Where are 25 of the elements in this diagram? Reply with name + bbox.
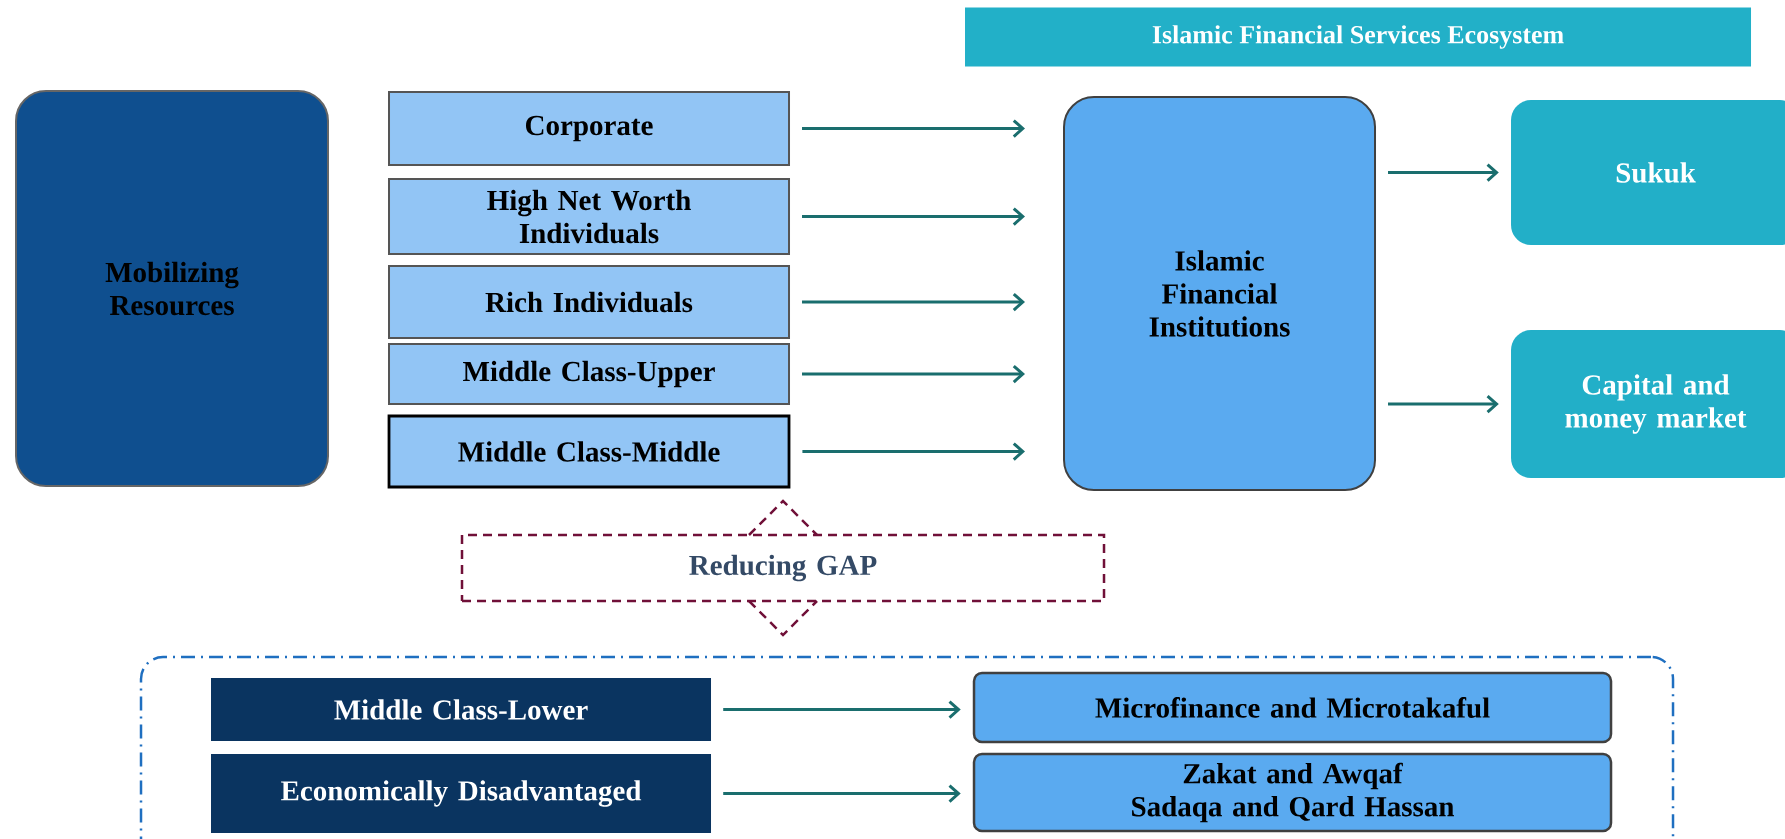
market-box: Sukuk <box>1511 100 1785 245</box>
arrow <box>802 442 1025 461</box>
group-box: High Net Worth Individuals <box>388 178 790 255</box>
arrow <box>802 364 1025 384</box>
title-bar: Islamic Financial Services Ecosystem <box>965 7 1751 67</box>
arrow <box>1388 163 1499 182</box>
arrow <box>1388 394 1499 414</box>
group-box: Middle Class-Upper <box>388 343 790 405</box>
arrow <box>723 700 961 719</box>
service-box: Zakat and Awqaf Sadaqa and Qard Hassan <box>972 752 1613 833</box>
group-box: Middle Class-Lower <box>211 678 711 741</box>
group-box: Corporate <box>388 91 790 166</box>
resource-box: Mobilizing Resources <box>15 90 329 487</box>
institution-box: Islamic Financial Institutions <box>1063 96 1376 491</box>
arrow <box>723 784 961 803</box>
group-box: Economically Disadvantaged <box>211 754 711 833</box>
service-box: Microfinance and Microtakaful <box>972 671 1613 744</box>
group-frame <box>139 655 1675 839</box>
arrow <box>802 119 1025 138</box>
double-arrow-callout: Reducing GAP <box>460 499 1106 637</box>
arrow <box>802 292 1025 312</box>
market-box: Capital and money market <box>1511 330 1785 478</box>
group-box: Middle Class-Middle <box>387 414 791 489</box>
group-box: Rich Individuals <box>388 265 790 339</box>
arrow <box>802 207 1025 226</box>
